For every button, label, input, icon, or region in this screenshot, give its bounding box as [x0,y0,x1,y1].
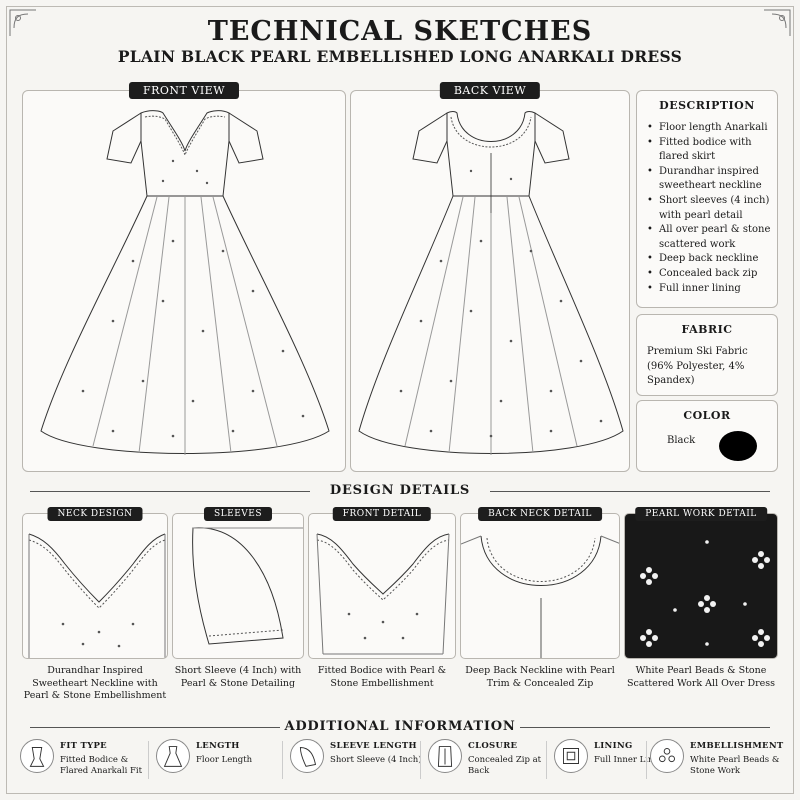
list-item: Full inner lining [647,282,772,297]
page-title: TECHNICAL SKETCHES [207,16,593,47]
detail-label: BACK NECK DETAIL [478,507,602,521]
divider [282,741,283,779]
divider [30,491,310,492]
fabric-text: Premium Ski Fabric (96% Polyester, 4% Sp… [647,346,748,387]
detail-caption: Deep Back Neckline with Pearl Trim & Con… [465,665,615,689]
info-value: Short Sleeve (4 Inch) [330,755,422,765]
detail-image [172,513,304,659]
divider [520,727,770,728]
front-detail-sketch [316,533,450,655]
back-view-label: BACK VIEW [439,82,541,99]
list-item: Short sleeves (4 inch) with pearl detail [647,194,772,223]
divider [546,741,547,779]
page-subtitle: PLAIN BLACK PEARL EMBELLISHED LONG ANARK… [117,47,683,66]
info-label: EMBELLISHMENT [690,741,784,751]
detail-label: PEARL WORK DETAIL [635,507,767,521]
list-item: Concealed back zip [647,267,772,282]
front-view-label: FRONT VIEW [128,82,240,99]
info-item-closure: CLOSURE Concealed Zip at Back [428,735,546,787]
pearl-icon [650,739,684,773]
info-value: White Pearl Beads & Stone Work [690,755,780,776]
back-neck-sketch [461,535,619,658]
info-value: Fitted Bodice & Flared Anarkali Fit [60,755,143,776]
info-label: CLOSURE [468,741,518,751]
corner-ornament-icon [764,9,791,36]
info-item-lining: LINING Full Inner Lining [554,735,667,787]
detail-image [308,513,456,659]
additional-info-heading: ADDITIONAL INFORMATION [284,719,516,734]
list-item: Fitted bodice with flared skirt [647,136,772,165]
color-value: Black [667,435,696,446]
detail-image [460,513,620,659]
info-value: Concealed Zip at Back [468,755,542,776]
detail-label: NECK DESIGN [47,507,143,521]
info-value: Floor Length [196,755,253,765]
divider [30,727,280,728]
list-item: Deep back neckline [647,252,772,267]
detail-label: SLEEVES [203,507,273,521]
info-label: SLEEVE LENGTH [330,741,417,751]
fabric-panel: FABRIC Premium Ski Fabric (96% Polyester… [636,314,778,396]
detail-card-sleeves: Short Sleeve (4 Inch) with Pearl & Stone… [172,513,304,708]
info-label: FIT TYPE [60,741,107,751]
back-view-panel [350,90,630,472]
info-label: LINING [594,741,633,751]
info-item-sleeve-length: SLEEVE LENGTH Short Sleeve (4 Inch) [290,735,422,787]
detail-card-neck: Durandhar Inspired Sweetheart Neckline w… [22,513,168,708]
dress-form-icon [20,739,54,773]
detail-caption: Fitted Bodice with Pearl & Stone Embelli… [317,665,447,689]
color-heading: COLOR [683,409,731,422]
sleeve-sketch [192,527,303,645]
detail-image [624,513,778,659]
detail-card-back-neck: Deep Back Neckline with Pearl Trim & Con… [460,513,620,708]
sleeve-icon [290,739,324,773]
info-item-fit: FIT TYPE Fitted Bodice & Flared Anarkali… [20,735,148,787]
list-item: Floor length Anarkali [647,121,772,136]
detail-card-front: Fitted Bodice with Pearl & Stone Embelli… [308,513,456,708]
dress-length-icon [156,739,190,773]
color-panel: COLOR Black [636,400,778,472]
description-panel: DESCRIPTION Floor length Anarkali Fitted… [636,90,778,308]
zip-icon [428,739,462,773]
additional-info-bar: FIT TYPE Fitted Bodice & Flared Anarkali… [20,735,783,787]
info-item-embellishment: EMBELLISHMENT White Pearl Beads & Stone … [650,735,783,787]
divider [420,741,421,779]
description-heading: DESCRIPTION [659,99,755,112]
divider [148,741,149,779]
divider [646,741,647,779]
detail-label: FRONT DETAIL [332,507,432,521]
divider [490,491,770,492]
lining-icon [554,739,588,773]
detail-image [22,513,168,659]
info-value: Full Inner Lining [594,755,668,765]
neck-sketch [28,533,166,658]
back-dress-sketch [358,111,624,455]
list-item: All over pearl & stone scattered work [647,223,772,252]
color-swatch [719,431,757,461]
info-label: LENGTH [196,741,240,751]
front-dress-sketch [40,110,330,455]
detail-caption: White Pearl Beads & Stone Scattered Work… [627,665,775,689]
list-item: Durandhar inspired sweetheart neckline [647,165,772,194]
front-view-panel [22,90,346,472]
design-details-heading: DESIGN DETAILS [329,483,471,498]
page-frame [6,6,794,794]
detail-caption: Short Sleeve (4 Inch) with Pearl & Stone… [174,665,302,689]
detail-caption: Durandhar Inspired Sweetheart Neckline w… [23,665,167,701]
description-list: Floor length Anarkali Fitted bodice with… [647,121,772,296]
pearl-pattern [640,540,770,647]
info-item-length: LENGTH Floor Length [156,735,274,787]
fabric-heading: FABRIC [681,323,733,336]
corner-ornament-icon [9,9,36,36]
detail-card-pearl-work: White Pearl Beads & Stone Scattered Work… [624,513,778,708]
